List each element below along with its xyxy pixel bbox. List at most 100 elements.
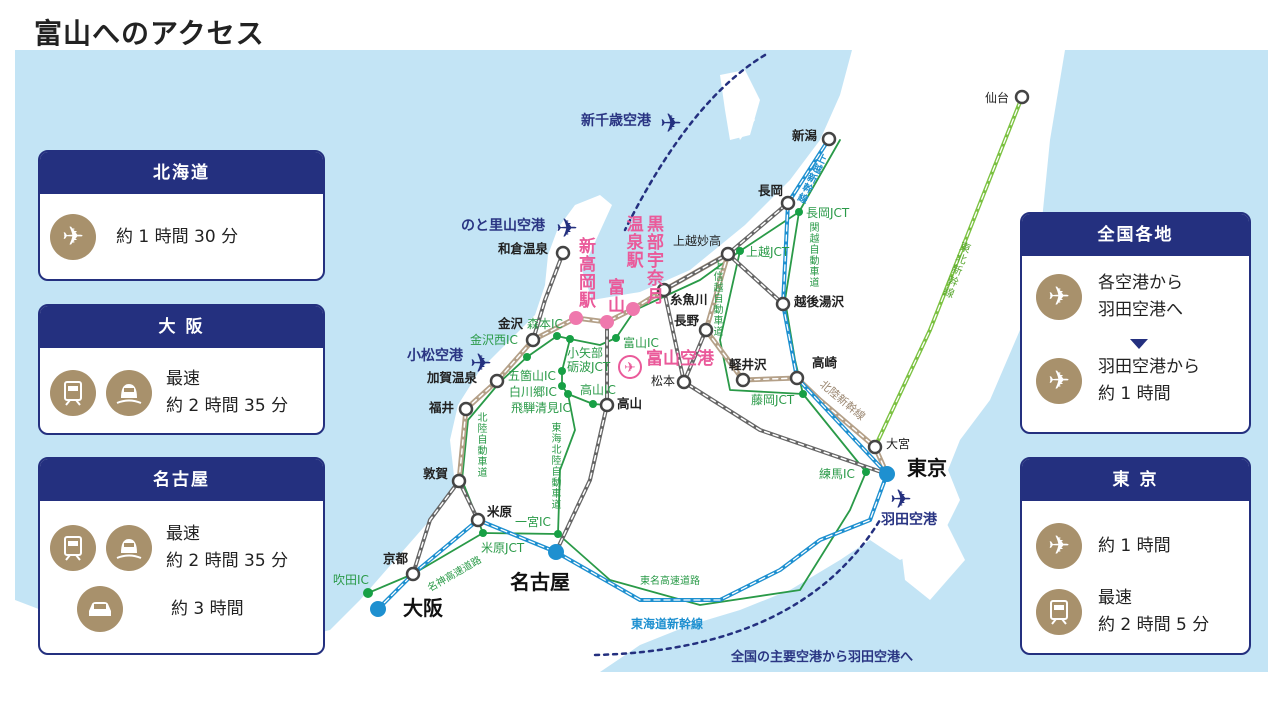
train-icon (50, 370, 96, 416)
panel-nagoya: 名古屋 最速 約 2 時間 35 分 約 3 時間 (38, 457, 325, 655)
airplane-icon: ✈ (1036, 523, 1082, 569)
ic-marker (566, 335, 574, 343)
panel-title: 東 京 (1022, 459, 1249, 501)
station-marker (599, 397, 615, 413)
airplane-icon: ✈ (1036, 358, 1082, 404)
step2-text-2: 約 1 時間 (1098, 384, 1171, 404)
label-hokuriku-expressway: 北陸自動車道 (475, 412, 486, 478)
label-takasaki: 高崎 (812, 355, 838, 370)
panel-title: 名古屋 (40, 459, 323, 501)
ic-marker (553, 332, 561, 340)
fastest-label: 最速 (166, 369, 200, 389)
fastest-label: 最速 (1098, 588, 1132, 608)
meishin-expressway (367, 532, 559, 594)
tomei-expressway (557, 471, 867, 606)
komatsu-plane-icon: ✈ (470, 349, 492, 379)
label-gokayama-ic: 五箇山IC (508, 369, 556, 383)
label-hida-ic: 飛騨清見IC (511, 401, 571, 415)
label-takayama-ic: 高山IC (580, 383, 616, 397)
ic-marker (799, 390, 807, 398)
svg-text:✈: ✈ (624, 360, 636, 376)
panel-title: 全国各地 (1022, 214, 1249, 256)
ic-marker (558, 382, 566, 390)
panel-title: 北海道 (40, 152, 323, 194)
label-osaka: 大阪 (403, 596, 443, 620)
label-morimoto-ic: 森本IC (527, 317, 563, 331)
label-air-note: 全国の主要空港から羽田空港へ (731, 650, 914, 665)
label-kanazawa: 金沢 (498, 316, 524, 331)
label-yuzawa: 越後湯沢 (794, 294, 845, 309)
station-marker (489, 373, 505, 389)
label-toyama-station: 富山 (604, 278, 624, 314)
ic-marker (479, 529, 487, 537)
station-marker (789, 370, 805, 386)
station-marker (656, 282, 672, 298)
station-marker (555, 245, 571, 261)
station-marker (451, 473, 467, 489)
panel-osaka: 大 阪 最速 約 2 時間 35 分 (38, 304, 325, 435)
label-fukui: 福井 (429, 400, 455, 415)
label-nagoya: 名古屋 (510, 570, 570, 594)
osaka-marker (370, 601, 386, 617)
station-marker (676, 374, 692, 390)
step1-text: 各空港から (1098, 273, 1183, 293)
airplane-icons: ✈ ✈ ✈ ✈ (470, 109, 912, 515)
boso-peninsula (900, 520, 965, 600)
label-kyoto: 京都 (383, 551, 409, 566)
label-wakura: 和倉温泉 (498, 241, 549, 256)
step2-text: 羽田空港から (1098, 357, 1200, 377)
ic-marker (736, 247, 744, 255)
label-tokaido-shinkansen: 東海道新幹線 (631, 617, 704, 631)
toyama-marker (600, 315, 614, 329)
joshinetsu-expressway (719, 250, 804, 395)
panel-tokyo: 東 京 ✈ 約 1 時間 最速 約 2 時間 5 分 (1020, 457, 1251, 655)
major-city-markers (370, 466, 895, 617)
fastest-label: 最速 (166, 524, 200, 544)
ic-marker (363, 588, 373, 598)
label-tokyo: 東京 (907, 456, 947, 480)
label-kurobe: 黒部宇奈月温泉駅 (622, 215, 663, 305)
label-noto-airport: のと里山空港 (461, 218, 545, 234)
ic-marker (558, 367, 566, 375)
shintakaoka-marker (569, 311, 583, 325)
train-icon (50, 525, 96, 571)
label-tokaihokuriku-expressway: 東海北陸自動車道 (549, 422, 560, 510)
label-kanazawanishi-ic: 金沢西IC (470, 333, 518, 347)
duration-text: 約 2 時間 5 分 (1098, 615, 1210, 635)
chitose-route (623, 53, 767, 232)
ic-marker (564, 390, 572, 398)
label-fujioka-jct: 藤岡JCT (751, 393, 795, 407)
station-marker (405, 566, 421, 582)
duration-text: 約 2 時間 35 分 (166, 551, 289, 571)
station-marker (775, 296, 791, 312)
label-joshinetsu: 上信越自動車道 (711, 260, 722, 337)
label-haneda-airport: 羽田空港 (881, 512, 937, 528)
label-omiya: 大宮 (886, 437, 911, 451)
label-toyama-ic: 富山IC (623, 336, 659, 350)
label-joetsu-jct: 上越JCT (746, 245, 790, 259)
panel-title: 大 阪 (40, 306, 323, 348)
ic-marker (795, 208, 803, 216)
sado-island (730, 100, 755, 140)
label-maibara: 米原 (487, 504, 513, 519)
station-marker (525, 332, 541, 348)
station-marker (1014, 89, 1030, 105)
label-tonami-jct: 砺波JCT (567, 360, 611, 374)
station-marker (720, 246, 736, 262)
ic-marker (554, 530, 562, 538)
label-sendai: 仙台 (985, 91, 1010, 105)
label-oyabe: 小矢部 (567, 346, 604, 360)
air-duration-text: 約 1 時間 (1098, 535, 1171, 556)
label-ichinomiya-ic: 一宮IC (515, 515, 551, 529)
ic-marker (589, 400, 597, 408)
label-itoigawa: 糸魚川 (670, 292, 708, 307)
station-marker (821, 131, 837, 147)
station-markers (405, 89, 1030, 582)
label-kaga: 加賀温泉 (427, 370, 478, 385)
label-nerima-ic: 練馬IC (819, 467, 855, 481)
station-marker (867, 439, 883, 455)
kurobe-marker (626, 302, 640, 316)
toyama-airport-icon: ✈ (618, 355, 642, 379)
down-arrow-icon (1130, 339, 1148, 349)
label-toyama-airport: 富山空港 (646, 349, 714, 369)
